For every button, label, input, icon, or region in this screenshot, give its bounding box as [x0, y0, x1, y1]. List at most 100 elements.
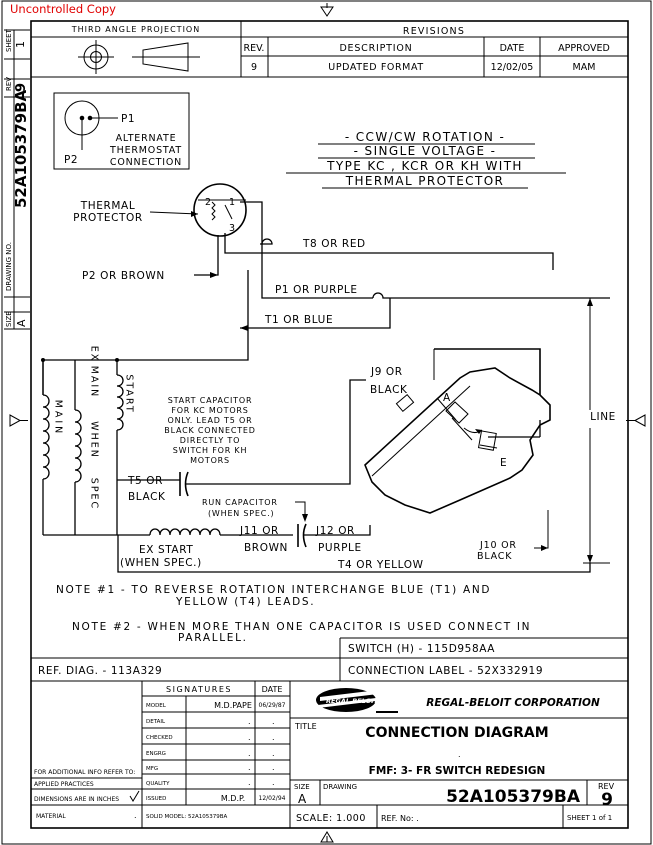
switch-ref: SWITCH (H) - 115D958AA [348, 643, 495, 655]
sig-date-4: . [272, 763, 275, 772]
t4-label: T4 OR YELLOW [337, 559, 424, 571]
start-winding [116, 360, 180, 535]
sig-name-5: . [248, 778, 251, 787]
drawing-subtitle: FMF: 3- FR SWITCH REDESIGN [369, 765, 546, 777]
side-sheet-value: 1 [14, 41, 27, 48]
p2-label: P2 OR BROWN [82, 270, 165, 282]
sig-role-5: QUALITY [146, 781, 170, 787]
size-value: A [298, 792, 307, 806]
start-cap-note-4: BLACK CONNECTED [164, 426, 255, 435]
heading-line-1: - CCW/CW ROTATION - [345, 130, 505, 144]
center-mark-right [626, 414, 646, 427]
rev-row-date: 12/02/05 [491, 62, 534, 73]
sig-date-0: 06/29/87 [259, 702, 286, 709]
p1-label: P1 OR PURPLE [275, 284, 358, 296]
thermal-protector: 2 1 3 [193, 183, 247, 237]
rev-row-rev: 9 [251, 62, 257, 73]
run-cap-label-1: RUN CAPACITOR [202, 498, 278, 507]
alt-thermostat-box: P1 P2 ALTERNATE THERMOSTAT CONNECTION [53, 92, 190, 170]
main-vertical-text: MAIN [53, 400, 64, 437]
sig-date-1: . [272, 717, 275, 726]
title-block: SWITCH (H) - 115D958AA REF. DIAG. - 113A… [31, 637, 628, 828]
heading-line-4: THERMAL PROTECTOR [345, 174, 505, 188]
alt-p1-label: P1 [121, 113, 135, 125]
sig-date-6: 12/02/94 [259, 795, 286, 802]
sig-role-4: MFG [146, 766, 158, 772]
ex-main-vertical-3: WHEN [89, 421, 100, 459]
side-strip: SHEET 1 REV 9 52A105379BA DRAWING NO. SI… [4, 28, 30, 330]
wiring-diagram: 2 1 3 THERMAL PROTECTOR T8 OR RED P2 OR … [41, 183, 616, 573]
j9-label-2: BLACK [370, 384, 408, 396]
ex-start-label-2: (WHEN SPEC.) [120, 557, 202, 569]
sig-name-2: . [248, 733, 251, 742]
ex-main-winding [74, 360, 82, 535]
inner-border [30, 20, 629, 829]
start-cap-note: START CAPACITOR FOR KC MOTORS ONLY. LEAD… [164, 396, 255, 465]
start-cap-note-2: FOR KC MOTORS [171, 406, 248, 415]
sig-role-6: ISSUED [146, 796, 166, 802]
applied-practices-label: APPLIED PRACTICES [34, 781, 94, 788]
projection-box: THIRD ANGLE PROJECTION [31, 21, 242, 78]
revisions-block: REVISIONS REV. DESCRIPTION DATE APPROVED… [241, 26, 628, 78]
start-cap-note-7: MOTORS [190, 456, 230, 465]
start-capacitor [179, 379, 366, 497]
rev-header-date: DATE [500, 43, 525, 54]
start-vertical-label: START [124, 374, 135, 413]
thermal-protector-label-1: THERMAL [80, 200, 136, 212]
sig-role-3: ENGRG [146, 751, 166, 757]
title-label: TITLE [294, 722, 317, 731]
j12-label-1: J12 OR [315, 525, 355, 537]
projection-title: THIRD ANGLE PROJECTION [71, 25, 200, 34]
connection-label: CONNECTION LABEL - 52X332919 [348, 665, 543, 677]
line-label: LINE [590, 411, 616, 423]
sig-date-5: . [272, 778, 275, 787]
watermark-text: Uncontrolled Copy [10, 2, 116, 16]
alt-text-line-3: CONNECTION [110, 157, 182, 168]
switch-e-label: E [500, 457, 507, 469]
rev-row-approved: MAM [573, 62, 596, 73]
ex-main-vertical-label: EX MAIN WHEN SPEC [89, 346, 100, 510]
projection-circle-symbol [78, 40, 114, 74]
side-drawing-number: 52A105379BA [12, 89, 30, 208]
rev-header-rev: REV. [244, 43, 265, 54]
side-size-label: SIZE [5, 311, 13, 327]
rev-header-approved: APPROVED [558, 43, 610, 54]
sig-date-3: . [272, 749, 275, 758]
sig-name-0: M.D.PAPE [214, 701, 252, 710]
material-value: . [134, 811, 137, 820]
start-cap-note-1: START CAPACITOR [168, 396, 253, 405]
start-cap-note-3: ONLY. LEAD T5 OR [168, 416, 253, 425]
center-mark-top [320, 3, 334, 17]
sig-name-6: M.D.P. [221, 794, 245, 803]
rev-header-description: DESCRIPTION [339, 43, 412, 54]
sig-role-0: MODEL [146, 703, 167, 709]
logo-text: REGAL BELOIT [326, 697, 378, 705]
center-mark-left [9, 414, 28, 427]
diagram-heading: - CCW/CW ROTATION - - SINGLE VOLTAGE - T… [286, 130, 566, 189]
heading-line-3: TYPE KC , KCR OR KH WITH [326, 159, 523, 173]
drawing-label: DRAWING [323, 783, 357, 791]
run-cap-label-2: (WHEN SPEC.) [208, 509, 274, 518]
sig-role-2: CHECKED [146, 735, 173, 741]
main-winding [42, 360, 118, 536]
center-mark-bottom [320, 831, 334, 843]
side-drawing-no-label: DRAWING NO. [5, 242, 13, 291]
material-label: MATERIAL [36, 813, 66, 820]
title-dot: . [458, 750, 461, 759]
switch-a-label: A [443, 392, 451, 404]
sig-name-4: . [248, 763, 251, 772]
note1-line1: NOTE #1 - TO REVERSE ROTATION INTERCHANG… [56, 584, 491, 596]
sig-name-1: . [248, 717, 251, 726]
size-label: SIZE [294, 783, 310, 791]
rev-row-description: UPDATED FORMAT [328, 62, 423, 73]
j9-label-1: J9 OR [370, 366, 403, 378]
j11-label-2: BROWN [244, 542, 288, 554]
notes: NOTE #1 - TO REVERSE ROTATION INTERCHANG… [56, 584, 530, 644]
projection-cone-symbol [132, 42, 200, 72]
t5-label-2: BLACK [128, 491, 166, 503]
t8-label: T8 OR RED [302, 238, 366, 250]
additional-info-label: FOR ADDITIONAL INFO REFER TO: [34, 769, 135, 776]
switch-body [364, 348, 551, 514]
j12-label-2: PURPLE [318, 542, 362, 554]
